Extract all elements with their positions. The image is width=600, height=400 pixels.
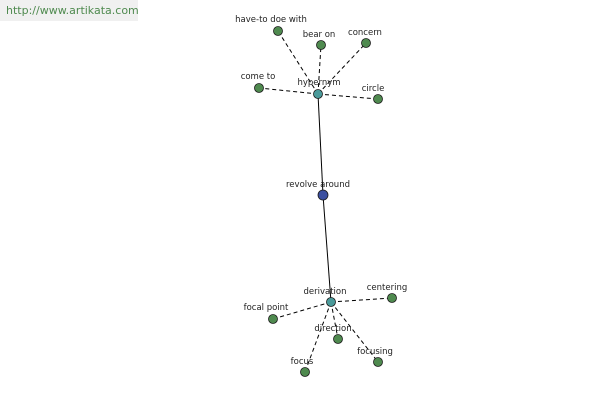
edge-derivation-direction xyxy=(330,301,339,340)
edge-derivation-focusing xyxy=(330,301,379,363)
label-derivation: derivation xyxy=(303,287,346,297)
node-concern[interactable] xyxy=(361,38,371,48)
label-focusing: focusing xyxy=(357,347,393,357)
edge-derivation-centering xyxy=(330,297,393,303)
label-layer: revolve around hypernym derivation have-to … xyxy=(235,15,407,367)
label-come-to: come to xyxy=(241,72,276,82)
node-derivation[interactable] xyxy=(326,297,336,307)
node-centering[interactable] xyxy=(387,293,397,303)
node-layer xyxy=(254,26,397,377)
node-hypernym[interactable] xyxy=(313,89,323,99)
label-concern: concern xyxy=(348,28,382,38)
label-revolve-around: revolve around xyxy=(286,180,350,190)
label-bear-on: bear on xyxy=(303,30,336,40)
edge-hypernym-concern xyxy=(317,42,367,95)
edge-revolve-around-hypernym xyxy=(317,93,324,196)
edge-hypernym-circle xyxy=(317,93,379,100)
edge-revolve-around-derivation xyxy=(322,194,332,303)
edge-hypernym-bear-on xyxy=(317,44,322,95)
node-bear-on[interactable] xyxy=(316,40,326,50)
node-focusing[interactable] xyxy=(373,357,383,367)
node-focal-point[interactable] xyxy=(268,314,278,324)
site-url-watermark: http://www.artikata.com xyxy=(0,0,139,21)
label-direction: direction xyxy=(314,324,351,334)
edge-derivation-focus xyxy=(304,301,332,373)
node-come-to[interactable] xyxy=(254,83,264,93)
label-have-to-doe-with: have-to doe with xyxy=(235,15,307,25)
edge-hypernym-have-to-doe-with xyxy=(277,30,319,95)
label-hypernym: hypernym xyxy=(297,78,340,88)
node-circle[interactable] xyxy=(373,94,383,104)
edge-derivation-focal-point xyxy=(272,301,332,320)
node-direction[interactable] xyxy=(333,334,343,344)
label-focus: focus xyxy=(291,357,314,367)
node-have-to-doe-with[interactable] xyxy=(273,26,283,36)
label-centering: centering xyxy=(367,283,408,293)
label-focal-point: focal point xyxy=(244,303,289,313)
label-circle: circle xyxy=(362,84,385,94)
edge-hypernym-come-to xyxy=(258,87,319,95)
node-focus[interactable] xyxy=(300,367,310,377)
edge-layer xyxy=(258,30,393,373)
node-revolve-around[interactable] xyxy=(317,189,329,201)
